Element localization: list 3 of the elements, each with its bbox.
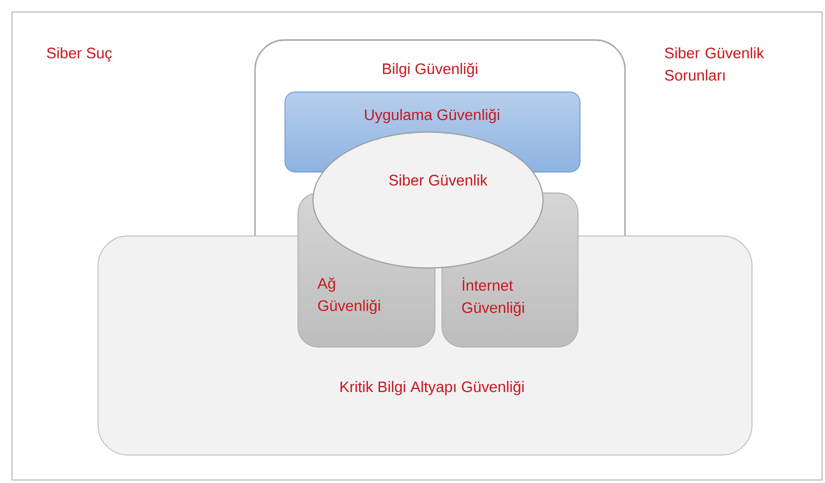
ellipse-node: Siber Güvenlik bbox=[312, 131, 544, 269]
corner-label: Siber Suç bbox=[46, 47, 112, 62]
corner-label: Siber Güvenlik Sorunları bbox=[664, 47, 764, 81]
